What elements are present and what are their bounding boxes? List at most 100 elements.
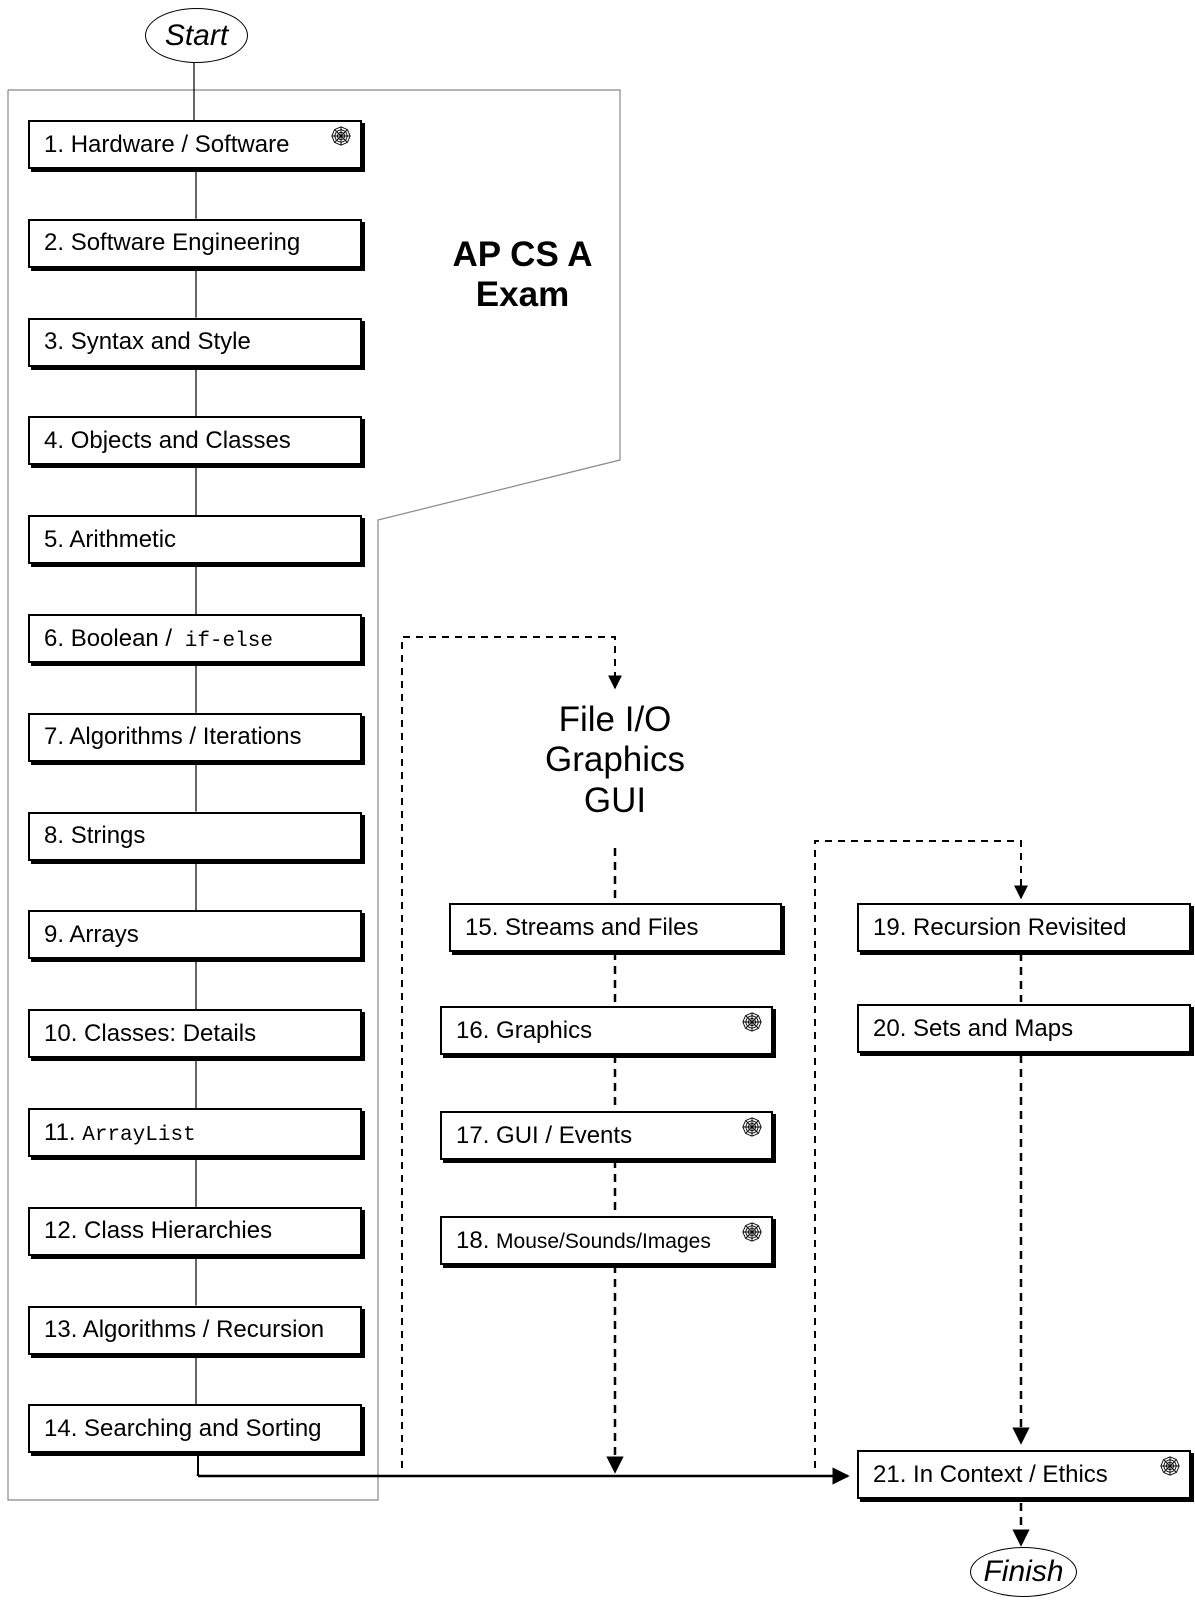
chapter-code: ArrayList — [82, 1123, 196, 1147]
chapter-title: Class Hierarchies — [84, 1217, 273, 1245]
chapter-number: 12. — [44, 1217, 85, 1245]
chapter-box-1: 1. Hardware / Software — [28, 120, 362, 169]
chapter-box-12: 12. Class Hierarchies — [28, 1206, 362, 1256]
chapter-label: 3. Syntax and Style — [44, 328, 251, 356]
chapter-number: 2. — [44, 229, 71, 257]
chapter-title: Arithmetic — [69, 525, 177, 553]
chapter-box-19: 19. Recursion Revisited — [857, 903, 1191, 952]
start-label: Start — [164, 18, 229, 52]
chapter-title: Arrays — [69, 920, 139, 948]
chapter-title: Streams and Files — [505, 913, 699, 941]
chapter-title: Boolean / — [70, 624, 173, 652]
chapter-box-6: 6. Boolean / if-else — [28, 614, 362, 663]
spider-web-icon — [1159, 1455, 1181, 1477]
chapter-number: 8. — [44, 822, 71, 850]
chapter-box-15: 15. Streams and Files — [449, 903, 782, 952]
chapter-title: Objects and Classes — [70, 426, 291, 454]
topics-line-2: Graphics — [544, 740, 686, 780]
chapter-title: Graphics — [496, 1016, 593, 1044]
chapter-number: 11. — [44, 1118, 83, 1146]
dashed-path-recursion — [814, 840, 1028, 1468]
chapter-number: 19. — [873, 913, 914, 941]
chapter-box-17: 17. GUI / Events — [440, 1111, 773, 1160]
finish-node: Finish — [970, 1547, 1077, 1597]
spider-web-icon — [741, 1011, 763, 1033]
chapter-number: 16. — [456, 1016, 497, 1044]
chapter-label: 10. Classes: Details — [44, 1020, 256, 1048]
chapter-number: 6. — [44, 624, 71, 652]
exam-title-line-2: Exam — [475, 275, 570, 315]
chapter-label: 20. Sets and Maps — [873, 1015, 1073, 1043]
chapter-label: 15. Streams and Files — [465, 914, 698, 942]
topics-title: File I/O Graphics GUI — [510, 700, 720, 821]
chapter-label: 8. Strings — [44, 822, 145, 850]
chapter-number: 21. — [873, 1460, 914, 1488]
chapter-label: 7. Algorithms / Iterations — [44, 723, 301, 751]
chapter-title: Searching and Sorting — [84, 1414, 322, 1442]
chapter-title: Algorithms / Recursion — [82, 1316, 325, 1344]
chapter-box-7: 7. Algorithms / Iterations — [28, 712, 362, 762]
chapter-label: 4. Objects and Classes — [44, 427, 291, 455]
chapter-label: 17. GUI / Events — [456, 1122, 632, 1150]
chapter-box-20: 20. Sets and Maps — [857, 1004, 1191, 1053]
chapter-title: Classes: Details — [84, 1019, 257, 1047]
chapter-label: 21. In Context / Ethics — [873, 1461, 1108, 1489]
exam-title-line-1: AP CS A — [452, 235, 593, 274]
chapter-number: 3. — [44, 328, 71, 356]
chapter-number: 13. — [44, 1316, 83, 1344]
chapter-title: Algorithms / Iterations — [69, 723, 302, 751]
chapter-number: 14. — [44, 1414, 85, 1442]
chapter-label: 12. Class Hierarchies — [44, 1217, 272, 1245]
chapter-title: Recursion Revisited — [913, 913, 1127, 941]
chapter-label: 5. Arithmetic — [44, 526, 176, 554]
chapter-label: 13. Algorithms / Recursion — [44, 1316, 324, 1344]
chapter-box-3: 3. Syntax and Style — [28, 317, 362, 367]
chapter-number: 5. — [44, 525, 70, 553]
chapter-number: 20. — [873, 1014, 914, 1042]
chapter-label: 19. Recursion Revisited — [873, 914, 1126, 942]
chapter-label: 6. Boolean / if-else — [44, 625, 273, 653]
chapter-title: Strings — [70, 822, 146, 850]
chapter-label: 11. ArrayList — [44, 1119, 196, 1147]
chapter-title: Mouse/Sounds/Images — [496, 1229, 711, 1253]
spider-web-icon — [741, 1116, 763, 1138]
finish-label: Finish — [983, 1555, 1064, 1588]
chapter-number: 18. — [456, 1226, 497, 1254]
exam-title: AP CS A Exam — [405, 235, 640, 316]
chapter-box-11: 11. ArrayList — [28, 1108, 362, 1157]
topics-line-1: File I/O — [558, 700, 672, 739]
chapter-box-8: 8. Strings — [28, 811, 362, 861]
chapter-title: Hardware / Software — [70, 130, 290, 158]
chapter-box-18: 18. Mouse/Sounds/Images — [440, 1216, 773, 1265]
chapter-box-4: 4. Objects and Classes — [28, 416, 362, 466]
start-node: Start — [145, 8, 248, 63]
chapter-box-13: 13. Algorithms / Recursion — [28, 1305, 362, 1355]
dashed-path-topics — [401, 636, 622, 1468]
chapter-box-5: 5. Arithmetic — [28, 515, 362, 565]
chapter-label: 2. Software Engineering — [44, 229, 300, 257]
chapter-box-2: 2. Software Engineering — [28, 218, 362, 268]
chapter-box-21: 21. In Context / Ethics — [857, 1450, 1191, 1499]
chapter-title: Software Engineering — [70, 229, 301, 257]
chapter-label: 1. Hardware / Software — [44, 131, 289, 159]
chapter-title: Sets and Maps — [913, 1014, 1074, 1042]
chapter-box-16: 16. Graphics — [440, 1006, 773, 1055]
chapter-label: 16. Graphics — [456, 1017, 592, 1045]
spider-web-icon — [330, 125, 352, 147]
chapter-number: 4. — [44, 426, 71, 454]
chapter-label: 18. Mouse/Sounds/Images — [456, 1227, 711, 1255]
chapter-number: 17. — [456, 1121, 497, 1149]
chapter-title: Syntax and Style — [70, 328, 251, 356]
chapter-title: In Context / Ethics — [913, 1460, 1108, 1488]
chapter-box-9: 9. Arrays — [28, 910, 362, 960]
chapter-number: 1. — [44, 130, 71, 158]
spider-web-icon — [741, 1221, 763, 1243]
chapter-title: GUI / Events — [496, 1121, 633, 1149]
chapter-box-14: 14. Searching and Sorting — [28, 1404, 362, 1454]
chapter-number: 7. — [44, 723, 70, 751]
exam-region-outline — [7, 89, 621, 1501]
chapter-label: 14. Searching and Sorting — [44, 1415, 322, 1443]
chapter-number: 15. — [465, 913, 506, 941]
chapter-number: 9. — [44, 920, 70, 948]
